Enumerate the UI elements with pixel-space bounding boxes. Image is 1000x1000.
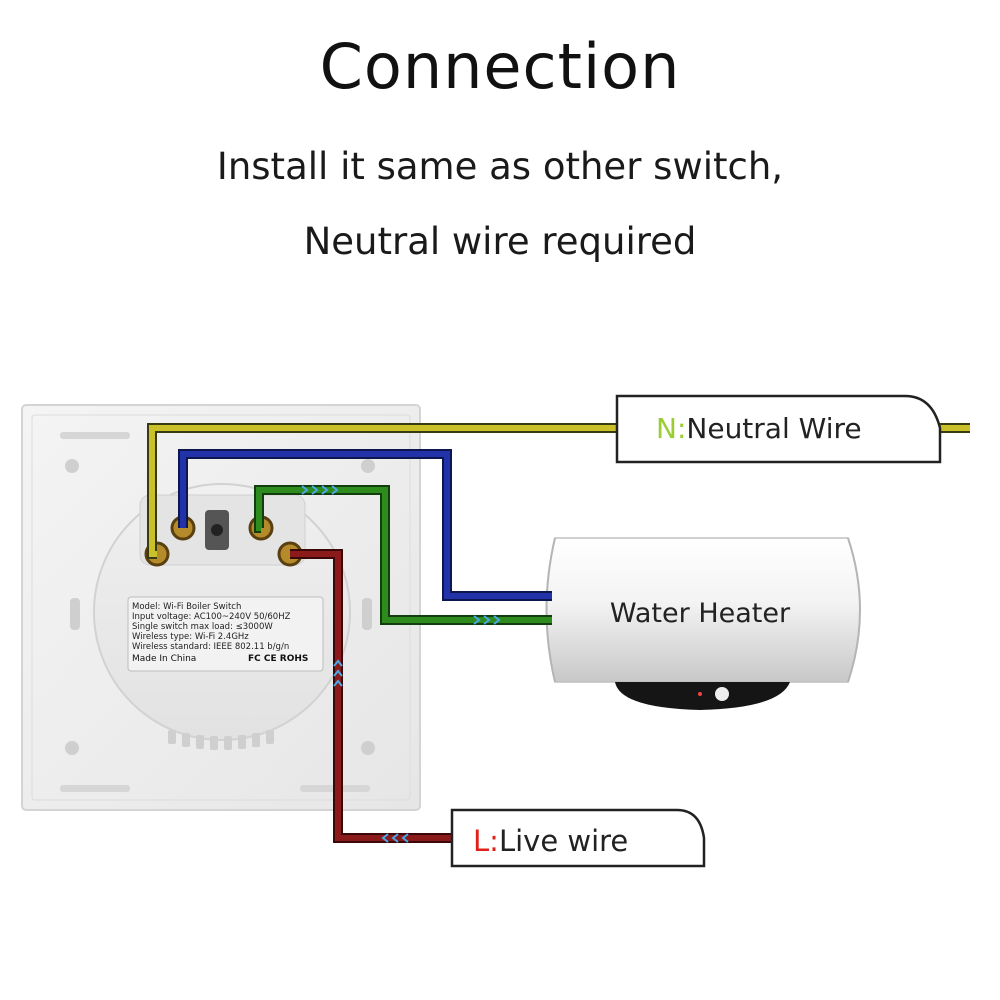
wires <box>147 423 970 843</box>
svg-text:N:Neutral Wire: N:Neutral Wire <box>656 412 862 445</box>
subtitle-line-1: Install it same as other switch, <box>216 145 784 188</box>
neutral-prefix: N: <box>656 412 686 445</box>
live-wire-core <box>290 551 452 841</box>
spec-wireless-type: Wireless type: Wi-Fi 2.4GHz <box>132 632 249 642</box>
green-wire-core <box>256 487 552 623</box>
spec-max-load: Single switch max load: ≤3000W <box>132 622 273 632</box>
neutral-text: Neutral Wire <box>686 412 861 445</box>
spec-wireless-standard: Wireless standard: IEEE 802.11 b/g/n <box>132 642 289 652</box>
spec-made-in: Made In China <box>132 654 196 664</box>
live-wire-callout: L:Live wire <box>450 808 706 868</box>
page-title: Connection <box>319 30 681 103</box>
spec-input-voltage: Input voltage: AC100~240V 50/60HZ <box>132 612 291 622</box>
spec-model: Model: Wi-Fi Boiler Switch <box>132 602 241 612</box>
water-heater: Water Heater <box>545 537 861 710</box>
blue-wire-core <box>180 451 552 599</box>
neutral-wire-core <box>149 425 970 557</box>
water-heater-label: Water Heater <box>610 598 791 629</box>
live-prefix: L: <box>473 824 499 858</box>
live-text: Live wire <box>499 824 628 858</box>
neutral-wire-callout: N:Neutral Wire <box>615 394 942 464</box>
cert-marks: FC CE ROHS <box>248 654 308 664</box>
spec-label: Model: Wi-Fi Boiler Switch Input voltage… <box>127 596 324 672</box>
chevron-arrow-icon <box>301 485 501 843</box>
subtitle-line-2: Neutral wire required <box>303 220 697 263</box>
svg-text:L:Live wire: L:Live wire <box>473 824 628 858</box>
